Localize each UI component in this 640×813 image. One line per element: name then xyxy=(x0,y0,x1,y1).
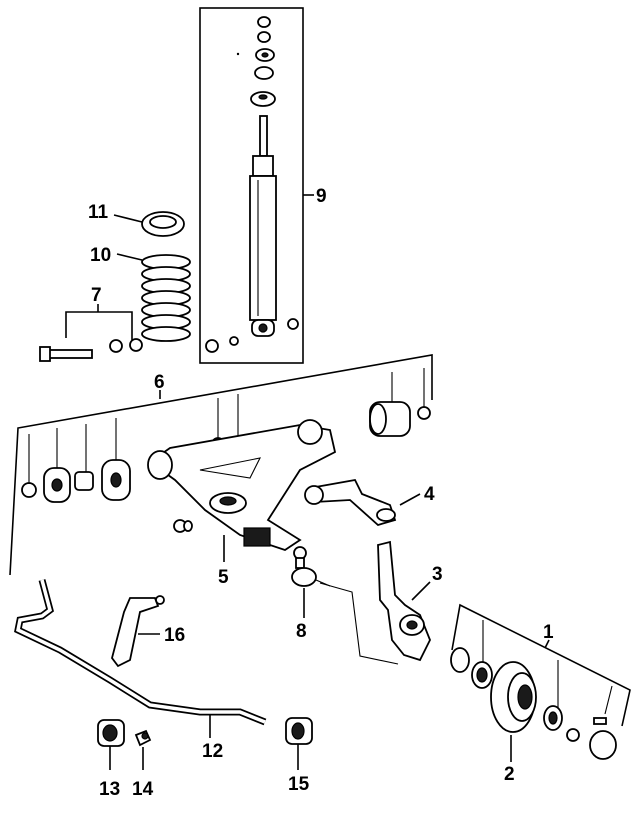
callout-7: 7 xyxy=(91,285,102,306)
callout-16: 16 xyxy=(164,625,185,646)
shock-body xyxy=(249,175,277,321)
callout-10: 10 xyxy=(90,245,111,266)
upper-arm-group: 4 xyxy=(304,478,435,527)
hub-group: 1 2 xyxy=(450,603,631,785)
shock-absorber-group: 9 xyxy=(199,7,327,364)
shock-collar xyxy=(252,155,274,177)
callout-15: 15 xyxy=(288,774,310,795)
steering-knuckle xyxy=(377,540,431,662)
spring-group: 11 10 xyxy=(88,202,191,342)
bolt-kit-group: 7 xyxy=(39,285,143,362)
shock-mount-parts xyxy=(236,16,276,107)
upper-control-arm xyxy=(308,478,397,527)
callout-6: 6 xyxy=(154,372,165,393)
knuckle-group: 3 xyxy=(377,540,443,662)
bolt xyxy=(47,349,93,359)
callout-1: 1 xyxy=(543,622,554,643)
callout-13: 13 xyxy=(99,779,120,800)
bar-bushings-group: 13 14 15 xyxy=(97,717,313,800)
shock-rod xyxy=(259,115,268,157)
callout-5: 5 xyxy=(218,567,229,588)
callout-14: 14 xyxy=(132,779,154,800)
callout-12: 12 xyxy=(202,741,223,762)
stabilizer-group: 12 xyxy=(14,579,267,762)
callout-9: 9 xyxy=(316,186,327,207)
callout-2: 2 xyxy=(504,764,515,785)
callout-8: 8 xyxy=(296,621,307,642)
coil-spring xyxy=(141,254,191,342)
ball-joint-group: 8 xyxy=(291,546,399,665)
link-group: 16 xyxy=(111,595,185,668)
ball-joint xyxy=(291,567,317,587)
stabilizer-link xyxy=(111,597,160,668)
shock-box-frame xyxy=(199,7,304,364)
ball-joint-mount xyxy=(243,527,271,547)
callout-3: 3 xyxy=(432,564,443,585)
callout-11: 11 xyxy=(88,202,109,223)
callout-4: 4 xyxy=(424,484,435,505)
control-arm-group: 6 5 xyxy=(9,354,433,588)
